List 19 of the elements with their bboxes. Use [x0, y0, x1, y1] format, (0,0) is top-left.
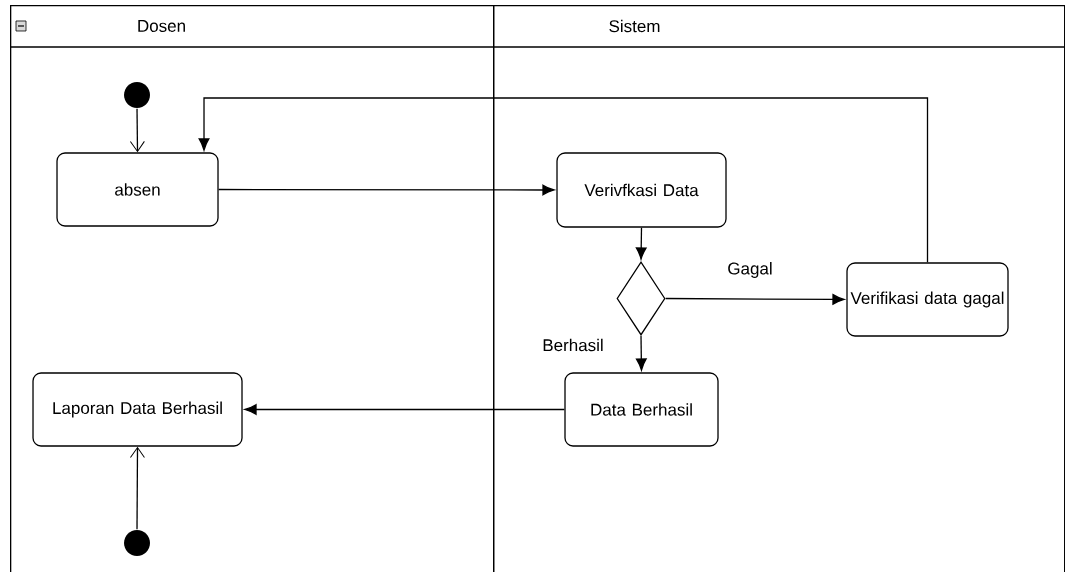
action-box: Verifikasi data gagal [846, 262, 1009, 337]
lane-header: Dosen [138, 20, 185, 32]
decision-diamond [616, 261, 666, 336]
arrow [129, 108, 145, 152]
arrow [635, 335, 647, 371]
arrow [665, 294, 845, 305]
arrow [198, 97, 929, 263]
lane-header: Sistem [609, 19, 660, 33]
action-box: Data Berhasil [564, 372, 719, 447]
action-box: Laporan Data Berhasil [32, 372, 243, 447]
arrow [244, 404, 565, 415]
arrow [635, 227, 647, 260]
filled-circle [124, 82, 150, 108]
action-box: absen [56, 152, 219, 227]
edge-label: Gagal [726, 261, 774, 279]
arrow [218, 184, 555, 196]
action-box: Verivfkasi Data [556, 152, 727, 228]
arrow [129, 447, 145, 530]
filled-circle [124, 530, 150, 556]
